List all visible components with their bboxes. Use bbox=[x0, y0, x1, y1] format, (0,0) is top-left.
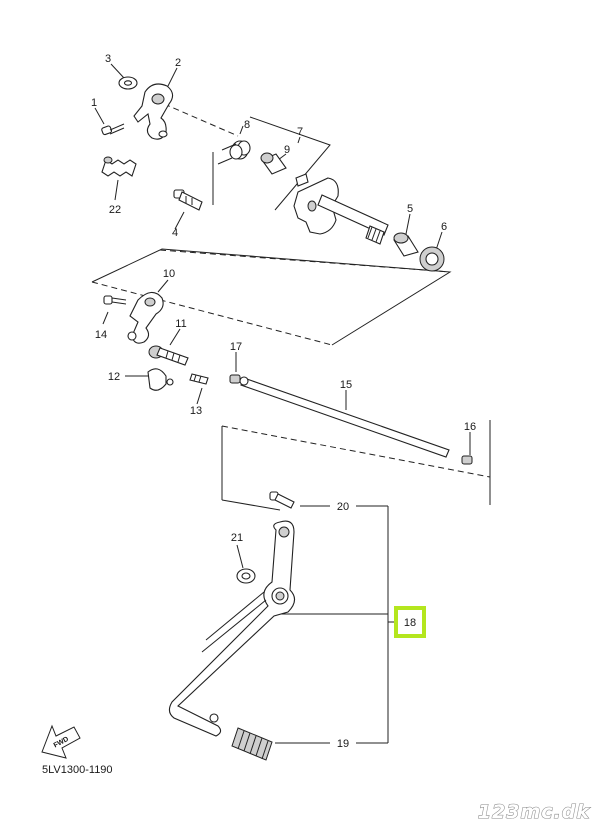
part-22-spring bbox=[101, 156, 137, 177]
callout-12: 12 bbox=[108, 371, 120, 383]
part-17-nut bbox=[229, 374, 241, 384]
callout-9: 9 bbox=[284, 144, 290, 156]
part-18-shift-pedal bbox=[168, 520, 296, 737]
callout-20: 20 bbox=[337, 501, 349, 513]
part-5-collar bbox=[393, 232, 419, 257]
part-1-bolt bbox=[101, 123, 125, 136]
part-7-shift-shaft bbox=[293, 173, 389, 245]
parts bbox=[101, 76, 473, 761]
forward-arrow-icon: FWD bbox=[41, 724, 81, 759]
part-15-shift-rod bbox=[239, 376, 450, 458]
part-16-nut bbox=[461, 455, 473, 465]
callout-16: 16 bbox=[464, 421, 476, 433]
part-11-rod-end bbox=[148, 345, 189, 366]
watermark-logo: 123mc.dk bbox=[478, 801, 591, 823]
callout-22: 22 bbox=[109, 204, 121, 216]
part-10-shift-arm bbox=[127, 291, 164, 344]
highlighted-callout-18[interactable]: 18 bbox=[394, 606, 426, 638]
part-3-washer bbox=[118, 76, 138, 90]
callout-8: 8 bbox=[244, 119, 250, 131]
highlight-frame bbox=[394, 606, 426, 638]
leader-lines bbox=[91, 63, 491, 744]
part-2-stopper-lever bbox=[133, 83, 174, 140]
callout-3: 3 bbox=[105, 53, 111, 65]
callout-4: 4 bbox=[172, 227, 178, 239]
part-13-nut bbox=[189, 373, 209, 385]
part-20-bolt bbox=[269, 491, 295, 509]
callout-5: 5 bbox=[407, 203, 413, 215]
callout-15: 15 bbox=[340, 379, 352, 391]
part-12-joint bbox=[147, 368, 174, 391]
part-21-washer bbox=[236, 568, 256, 584]
callout-17: 17 bbox=[230, 341, 242, 353]
callout-14: 14 bbox=[95, 329, 107, 341]
callout-2: 2 bbox=[175, 57, 181, 69]
drawing-code: 5LV1300-1190 bbox=[42, 764, 113, 776]
callout-7: 7 bbox=[297, 126, 303, 138]
part-9-collar bbox=[260, 152, 287, 175]
part-14-bolt bbox=[103, 295, 127, 305]
callout-13: 13 bbox=[190, 405, 202, 417]
part-19-rubber bbox=[231, 727, 273, 761]
callout-10: 10 bbox=[163, 268, 175, 280]
callout-21: 21 bbox=[231, 532, 243, 544]
callout-6: 6 bbox=[441, 221, 447, 233]
part-6-oil-seal bbox=[419, 246, 445, 272]
callout-11: 11 bbox=[175, 318, 186, 330]
callout-18: 18 bbox=[404, 617, 416, 629]
part-4-pin bbox=[173, 189, 203, 211]
callout-1: 1 bbox=[91, 97, 97, 109]
part-8-spring bbox=[217, 140, 251, 165]
callout-19: 19 bbox=[337, 738, 349, 750]
callout-labels: 3 2 1 7 8 9 22 4 5 6 10 14 11 12 13 17 1… bbox=[91, 53, 476, 750]
